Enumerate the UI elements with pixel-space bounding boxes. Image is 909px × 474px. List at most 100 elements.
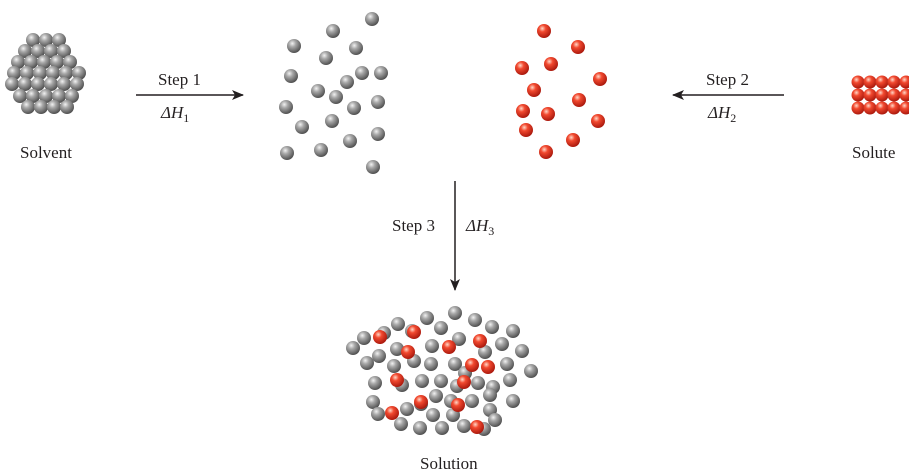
solvent-particle (357, 331, 371, 345)
solute-particle (457, 375, 471, 389)
solvent-particle (413, 421, 427, 435)
solvent-particle (371, 127, 385, 141)
solvent-particle (346, 341, 360, 355)
solute-particle (852, 76, 865, 89)
solvent-particle (371, 95, 385, 109)
solute-particle (571, 40, 585, 54)
solute-particle (527, 83, 541, 97)
solvent-particle (503, 373, 517, 387)
solvent-particle (424, 357, 438, 371)
solute-particle (852, 89, 865, 102)
solvent-particle (457, 419, 471, 433)
solute-particle (566, 133, 580, 147)
solvent-particle (295, 120, 309, 134)
solvent-particle (60, 100, 74, 114)
solution-label: Solution (420, 454, 478, 474)
solvent-particle (429, 389, 443, 403)
solvent-particle (5, 77, 19, 91)
solute-particle (888, 76, 901, 89)
solvent-particle (47, 100, 61, 114)
solute-particle (876, 76, 889, 89)
solute-particle (442, 340, 456, 354)
solvent-particle (314, 143, 328, 157)
solute-particle (516, 104, 530, 118)
solvent-particle (287, 39, 301, 53)
solvent-particle (434, 321, 448, 335)
solvent-particle (329, 90, 343, 104)
solute-particle (888, 102, 901, 115)
solvent-label: Solvent (20, 143, 72, 163)
solvent-particle (426, 408, 440, 422)
solute-particle (864, 76, 877, 89)
solute-particle (591, 114, 605, 128)
solute-particle (572, 93, 586, 107)
solvent-particle (374, 66, 388, 80)
solute-label: Solute (852, 143, 895, 163)
solvent-particle (326, 24, 340, 38)
solvent-particle (18, 77, 32, 91)
solute-particle (900, 102, 909, 115)
solute-particle (373, 330, 387, 344)
solvent-particle (515, 344, 529, 358)
delta-h3-label: ΔH3 (466, 216, 494, 241)
solute-particle (473, 334, 487, 348)
solvent-particle (280, 146, 294, 160)
solute-particle (852, 102, 865, 115)
solvent-particle (434, 374, 448, 388)
solvent-particle (506, 324, 520, 338)
separated-solute-particles (515, 24, 607, 159)
solute-particle (900, 89, 909, 102)
solvent-particle (360, 356, 374, 370)
solvent-particle (448, 306, 462, 320)
solvent-particle (21, 100, 35, 114)
solvent-particle (44, 77, 58, 91)
solvent-particle (387, 359, 401, 373)
solute-particle (541, 107, 555, 121)
solute-particle (544, 57, 558, 71)
solvent-particle (343, 134, 357, 148)
delta-h1-label: ΔH1 (161, 103, 189, 128)
solute-particle (876, 102, 889, 115)
step2-label: Step 2 (706, 70, 749, 90)
solvent-particle (31, 77, 45, 91)
solvent-particle (420, 311, 434, 325)
solvent-particle (488, 413, 502, 427)
solute-particle (470, 420, 484, 434)
solute-particle (864, 89, 877, 102)
solvent-particle (465, 394, 479, 408)
solute-particle (900, 76, 909, 89)
solvent-particle (371, 407, 385, 421)
solute-particle (407, 325, 421, 339)
solvent-particle (355, 66, 369, 80)
solvent-particle (311, 84, 325, 98)
solute-particle (864, 102, 877, 115)
solution-particle-mixture (346, 306, 538, 436)
solvent-particle (483, 388, 497, 402)
solvent-particle (495, 337, 509, 351)
solvent-particle (34, 100, 48, 114)
separated-solvent-particles (279, 12, 388, 174)
solvent-particle (400, 402, 414, 416)
solvent-particle (366, 160, 380, 174)
solvent-particle-cluster (5, 33, 86, 114)
solute-particle (519, 123, 533, 137)
delta-h2-label: ΔH2 (708, 103, 736, 128)
solvent-particle (319, 51, 333, 65)
solvent-particle (366, 395, 380, 409)
solvent-particle (415, 374, 429, 388)
solvent-particle (279, 100, 293, 114)
solute-particle (451, 398, 465, 412)
solvent-particle (349, 41, 363, 55)
solute-particle (876, 89, 889, 102)
step1-label: Step 1 (158, 70, 201, 90)
solvent-particle (372, 349, 386, 363)
solvent-particle (425, 339, 439, 353)
solvent-particle (284, 69, 298, 83)
solute-particle (385, 406, 399, 420)
solute-particle (465, 358, 479, 372)
solvent-particle (391, 317, 405, 331)
solute-particle (537, 24, 551, 38)
solute-particle (539, 145, 553, 159)
solvent-particle (70, 77, 84, 91)
solute-particle (515, 61, 529, 75)
